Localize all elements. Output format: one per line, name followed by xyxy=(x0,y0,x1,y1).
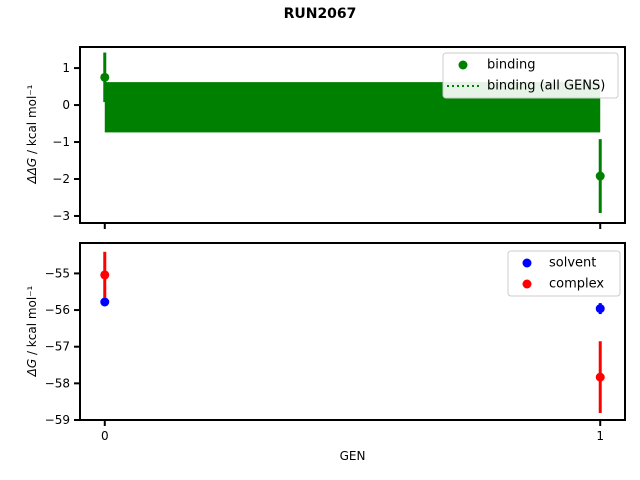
y-axis-label-dg-symbol: ΔG xyxy=(25,358,39,377)
y-tick-label: 0 xyxy=(62,98,70,112)
legend-marker-complex xyxy=(522,279,532,289)
legend-label: solvent xyxy=(549,256,596,271)
y-tick-label: −58 xyxy=(45,376,70,390)
marker-binding xyxy=(595,171,605,181)
chart-title: RUN2067 xyxy=(283,6,357,22)
y-tick-label: −3 xyxy=(52,209,70,223)
x-tick-label: 0 xyxy=(101,429,109,443)
legend-label: binding xyxy=(487,58,535,73)
marker-complex xyxy=(100,270,110,280)
legend-box xyxy=(507,250,621,297)
axes-frame xyxy=(79,242,626,421)
y-tick-label: −2 xyxy=(52,172,70,186)
y-tick-label: −1 xyxy=(52,135,70,149)
y-tick-label: −59 xyxy=(45,413,70,427)
legend-marker-solvent xyxy=(522,258,532,268)
y-tick-label: −55 xyxy=(45,266,70,280)
legend-marker-binding xyxy=(458,60,468,70)
y-axis-label-dg-units: / kcal mol⁻¹ xyxy=(25,285,39,359)
y-tick-label: 1 xyxy=(62,61,70,75)
marker-solvent xyxy=(100,297,110,307)
marker-solvent xyxy=(595,304,605,314)
axes-frame xyxy=(79,46,626,224)
y-tick-label: −56 xyxy=(45,303,70,317)
y-tick-label: −57 xyxy=(45,340,70,354)
legend-label: complex xyxy=(549,277,604,292)
legend-box xyxy=(442,52,619,99)
y-axis-label-ddg-symbol: ΔΔG xyxy=(25,157,39,184)
marker-binding xyxy=(100,72,110,82)
x-tick-label: 1 xyxy=(596,429,604,443)
marker-complex xyxy=(595,372,605,382)
y-axis-label-ddg: ΔΔG / kcal mol⁻¹ xyxy=(25,24,39,244)
y-axis-label-ddg-units: / kcal mol⁻¹ xyxy=(25,84,39,158)
x-axis-label: GEN xyxy=(339,449,366,463)
y-axis-label-dg: ΔG / kcal mol⁻¹ xyxy=(25,221,39,441)
legend-label: binding (all GENS) xyxy=(487,79,605,94)
